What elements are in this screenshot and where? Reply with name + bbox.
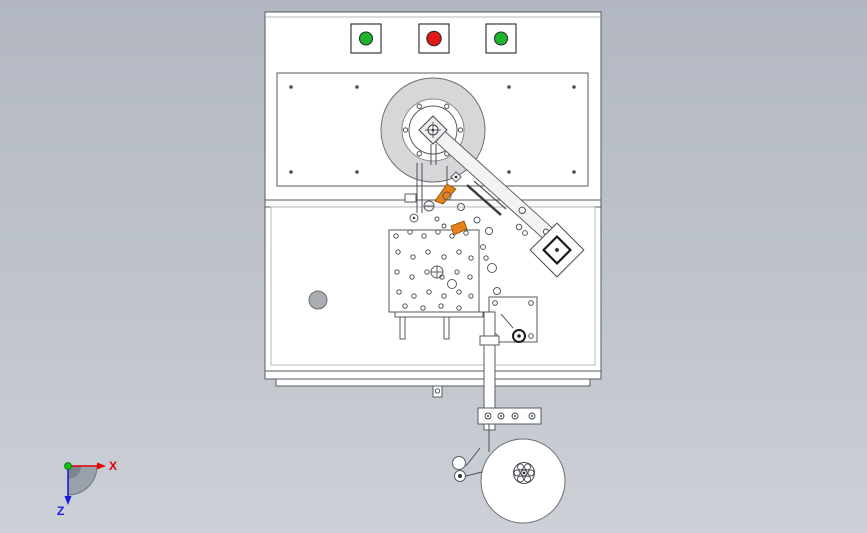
lamp-green-right[interactable] bbox=[493, 31, 509, 46]
mechanism-plate-face[interactable] bbox=[388, 229, 480, 313]
z-axis-label: Z bbox=[57, 504, 64, 518]
disc-bolt-ring bbox=[408, 105, 458, 155]
reel-wheel[interactable] bbox=[452, 438, 566, 524]
plate-leg-left bbox=[399, 316, 406, 340]
orange-pawl[interactable] bbox=[450, 220, 468, 236]
cabinet-base bbox=[264, 370, 602, 398]
support-column[interactable] bbox=[479, 311, 500, 452]
cabinet-inner-wall bbox=[270, 206, 596, 366]
bracket-plate[interactable] bbox=[477, 407, 542, 425]
plate-leg-right bbox=[443, 316, 450, 340]
guide-rollers bbox=[452, 447, 483, 482]
base-upper-strip bbox=[264, 370, 602, 380]
link-bar-dark bbox=[466, 184, 502, 216]
x-axis-label: X bbox=[109, 459, 117, 473]
swing-arm[interactable] bbox=[435, 130, 585, 278]
lamp-red-middle[interactable] bbox=[426, 30, 442, 47]
screw-pattern bbox=[393, 229, 489, 311]
machine-assembly[interactable] bbox=[264, 11, 602, 524]
linkage-cluster[interactable] bbox=[404, 144, 528, 236]
link-bar-thin bbox=[473, 180, 507, 210]
plate-lower-bar bbox=[394, 311, 484, 318]
arm-end-plate[interactable] bbox=[529, 222, 585, 278]
central-mechanism-plate[interactable] bbox=[388, 229, 501, 340]
door-screws bbox=[289, 85, 576, 174]
base-lower-strip bbox=[275, 378, 591, 387]
small-block bbox=[404, 193, 417, 203]
z-axis-arrow bbox=[64, 496, 72, 505]
indicator-lamps bbox=[350, 23, 517, 54]
bearing-circles bbox=[430, 263, 501, 295]
panel-hole bbox=[308, 290, 328, 310]
orientation-triad: X Z bbox=[57, 459, 117, 518]
lamp-green-left[interactable] bbox=[358, 31, 374, 46]
lamp-box-middle bbox=[418, 23, 450, 54]
tension-knob-center bbox=[517, 334, 521, 338]
hub-center-dot bbox=[431, 128, 435, 132]
origin-y-axis-dot bbox=[64, 462, 72, 470]
reel-hub bbox=[513, 462, 535, 484]
orange-lever[interactable] bbox=[434, 183, 457, 205]
bottom-bracket[interactable] bbox=[477, 407, 542, 425]
column-collar bbox=[479, 335, 500, 346]
triad-shade-inner bbox=[68, 466, 81, 479]
cluster-pivots bbox=[409, 191, 528, 236]
x-axis-arrow bbox=[97, 462, 106, 470]
right-sub-plate[interactable] bbox=[488, 296, 538, 343]
